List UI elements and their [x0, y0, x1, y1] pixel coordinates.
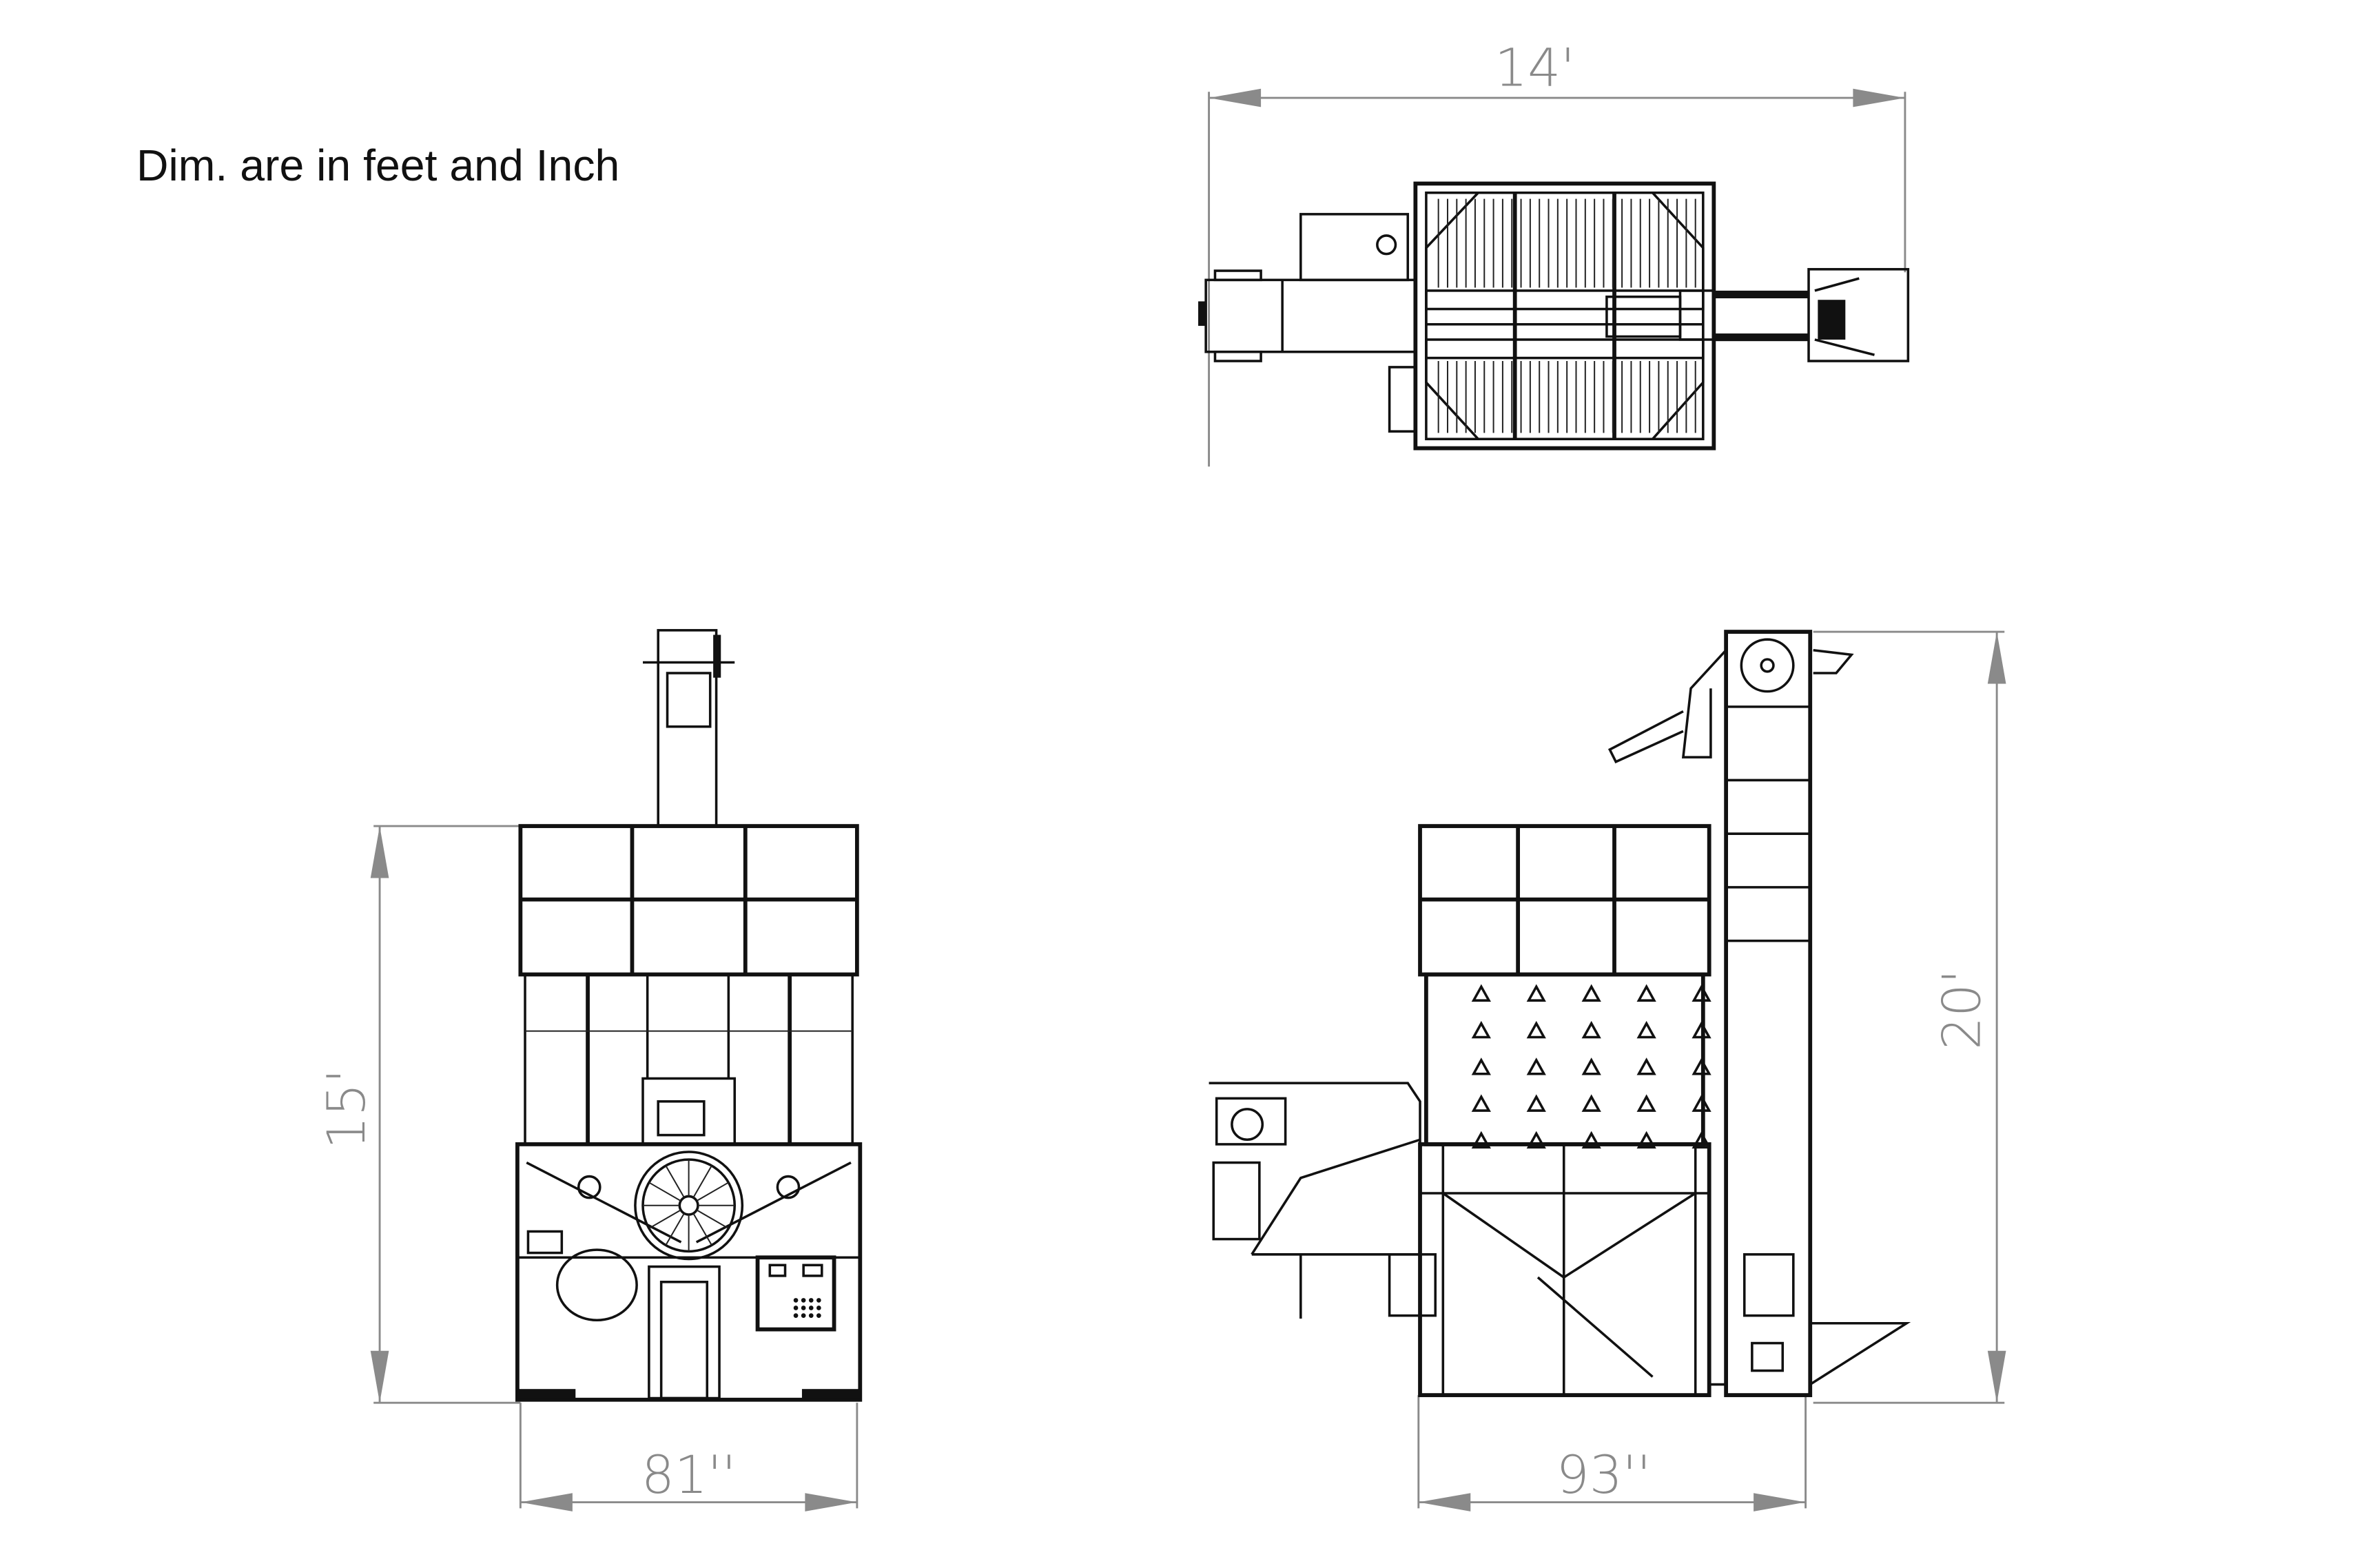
panel-button — [793, 1298, 799, 1303]
panel-button — [801, 1306, 806, 1310]
dimension-label: 20' — [1932, 969, 1993, 1050]
panel-button — [793, 1313, 799, 1318]
panel-button — [801, 1298, 806, 1303]
air-duct-cone — [1526, 1131, 1546, 1149]
arrow-right-icon — [805, 1493, 857, 1512]
panel-button — [793, 1306, 799, 1310]
air-duct-cone — [1581, 984, 1601, 1002]
air-duct-cone — [1581, 1131, 1601, 1149]
air-duct-cone — [1471, 1094, 1491, 1112]
fan-spoke — [648, 1209, 681, 1229]
fan-spoke — [692, 1213, 712, 1246]
air-duct-cone — [1692, 1058, 1711, 1075]
air-duct-cone — [1526, 984, 1546, 1002]
dimension-14ft: 14' — [1208, 37, 1906, 467]
dimension-label: 15' — [316, 1069, 377, 1149]
arrow-down-icon — [370, 1350, 389, 1403]
air-duct-cone — [1636, 1094, 1656, 1112]
air-duct-cone — [1692, 1020, 1711, 1039]
dimension-93in: 93'' — [1417, 1395, 1807, 1512]
front-view: 15' 81'' — [316, 629, 863, 1512]
air-duct-cone — [1692, 984, 1711, 1002]
air-duct-cone — [1471, 984, 1491, 1002]
air-duct-cone — [1526, 1020, 1546, 1039]
arrow-up-icon — [370, 826, 389, 878]
units-note: Dim. are in feet and Inch — [136, 141, 619, 190]
fan-spoke — [665, 1213, 685, 1246]
dimension-20ft: 20' — [1813, 630, 2006, 1404]
panel-button — [816, 1313, 821, 1318]
air-duct-cone — [1692, 1131, 1711, 1149]
air-duct-cone — [1526, 1094, 1546, 1112]
dimension-label: 81'' — [641, 1445, 737, 1505]
fan-spoke — [692, 1165, 712, 1198]
air-duct-cone — [1692, 1094, 1711, 1112]
panel-button — [808, 1298, 814, 1303]
fan-spoke — [696, 1209, 729, 1229]
arrow-left-icon — [1209, 88, 1262, 107]
air-duct-cone — [1471, 1058, 1491, 1075]
panel-button — [816, 1298, 821, 1303]
fan-spoke — [648, 1182, 681, 1201]
air-duct-cone — [1526, 1058, 1546, 1075]
arrow-up-icon — [1987, 632, 2006, 684]
arrow-left-icon — [1418, 1493, 1471, 1512]
arrow-down-icon — [1987, 1350, 2006, 1403]
panel-button — [808, 1306, 814, 1310]
air-duct-cone — [1581, 1058, 1601, 1075]
dimension-label: 93'' — [1556, 1445, 1652, 1505]
arrow-right-icon — [1754, 1493, 1806, 1512]
air-duct-cone — [1636, 1131, 1656, 1149]
panel-button — [808, 1313, 814, 1318]
fan-spoke — [665, 1165, 685, 1198]
dimension-15ft: 15' — [316, 825, 521, 1404]
top-view: 14' — [1198, 37, 1910, 467]
control-panel — [755, 1255, 836, 1332]
air-duct-cone — [1471, 1020, 1491, 1039]
air-duct-cone — [1636, 984, 1656, 1002]
arrow-left-icon — [520, 1493, 573, 1512]
arrow-right-icon — [1853, 88, 1905, 107]
air-duct-cone — [1636, 1020, 1656, 1039]
dimension-label: 14' — [1494, 37, 1575, 98]
air-duct-cone — [1581, 1094, 1601, 1112]
panel-button — [816, 1306, 821, 1310]
fan-spoke — [696, 1182, 729, 1201]
side-view: 20' 93'' — [1209, 630, 2006, 1512]
panel-button — [801, 1313, 806, 1318]
air-duct-cone — [1581, 1020, 1601, 1039]
air-duct-cone — [1636, 1058, 1656, 1075]
air-duct-cone — [1471, 1131, 1491, 1149]
dimension-81in: 81'' — [519, 1403, 859, 1512]
